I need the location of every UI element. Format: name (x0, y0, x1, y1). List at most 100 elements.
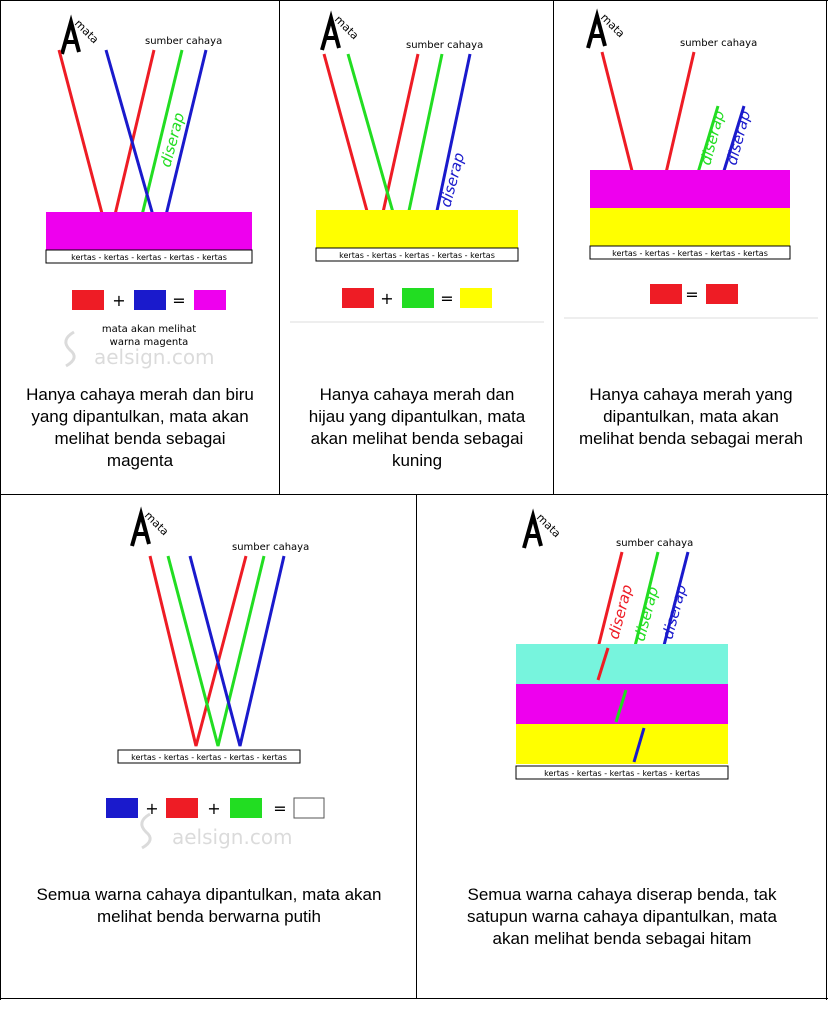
caption-line: melihat benda sebagai (54, 429, 226, 448)
red-ray (596, 551, 624, 649)
watermark-logo: aelsign.com (64, 330, 215, 369)
eq-blue-swatch (134, 290, 166, 310)
eye-icon: mata (60, 14, 101, 55)
blue-ray-inside (632, 727, 646, 763)
caption-line: akan melihat benda sebagai hitam (492, 929, 752, 948)
panel-4-diagram: mata sumber cahaya kertas - kertas - ker… (106, 506, 325, 850)
red-ray (148, 555, 248, 747)
eq-red-swatch (650, 284, 682, 304)
panel-3-caption: Hanya cahaya merah yang dipantulkan, mat… (558, 384, 824, 450)
eye-icon: mata (586, 8, 627, 49)
eq-red-swatch (72, 290, 104, 310)
paper-strip (117, 749, 301, 764)
blue-ray (104, 49, 208, 246)
blue-ray (188, 555, 286, 747)
eye-icon: mata (320, 10, 361, 51)
paper-label: kertas - kertas - kertas - kertas - kert… (339, 251, 495, 260)
green-ray (134, 49, 184, 241)
yellow-layer (590, 208, 790, 246)
caption-line: melihat benda sebagai merah (579, 429, 803, 448)
grid-col-divider-2 (553, 0, 554, 494)
eq-equals: = (273, 799, 286, 818)
absorbed-label-blue: diserap (436, 151, 468, 209)
grid-border-top (0, 0, 828, 1)
magenta-layer (590, 170, 790, 208)
caption-line: Hanya cahaya merah dan (319, 385, 515, 404)
eq-equals: = (440, 289, 453, 308)
panel-2-diagram: mata sumber cahaya diserap kertas - kert… (290, 10, 544, 323)
grid-border-left (0, 0, 1, 1000)
paper-label: kertas - kertas - kertas - kertas - kert… (612, 249, 768, 258)
caption-line: melihat benda berwarna putih (97, 907, 321, 926)
caption-line: yang dipantulkan, mata akan (31, 407, 249, 426)
eq-equals: = (685, 285, 698, 304)
red-ray (57, 49, 156, 241)
svg-text:aelsign.com: aelsign.com (94, 345, 215, 369)
eq-plus-1: + (145, 799, 158, 818)
eq-plus: + (112, 291, 125, 310)
eye-icon: mata (522, 508, 563, 549)
source-label: sumber cahaya (145, 36, 222, 47)
grid-col-divider-3 (416, 494, 417, 998)
source-label: sumber cahaya (406, 40, 483, 51)
caption-line: magenta (106, 451, 174, 470)
eq-white-swatch (293, 797, 325, 819)
paper-strip (515, 765, 729, 780)
caption-line: Hanya cahaya merah dan biru (26, 385, 254, 404)
caption-line: Hanya cahaya merah yang (589, 385, 793, 404)
panel-1-caption: Hanya cahaya merah dan biru yang dipantu… (4, 384, 276, 472)
caption-line: Semua warna cahaya diserap benda, tak (467, 885, 777, 904)
paper-label: kertas - kertas - kertas - kertas - kert… (71, 253, 227, 262)
eye-icon: mata (130, 506, 171, 547)
panel-1-diagram: mata sumber cahaya diserap kertas - kert… (45, 14, 253, 369)
panel-4-caption: Semua warna cahaya dipantulkan, mata aka… (4, 884, 414, 928)
green-ray (166, 555, 266, 747)
eq-magenta-swatch (194, 290, 226, 310)
absorbed-label-blue: diserap (722, 109, 754, 167)
svg-text:aelsign.com: aelsign.com (172, 825, 293, 849)
caption-line: dipantulkan, mata akan (603, 407, 779, 426)
source-label: sumber cahaya (616, 538, 693, 549)
panel-3-diagram: mata sumber cahaya kertas - kertas - ker… (564, 8, 818, 319)
eq-plus-2: + (207, 799, 220, 818)
panel-5-diagram: mata sumber cahaya diserap diserap diser… (515, 508, 729, 780)
paper-label: kertas - kertas - kertas - kertas - kert… (131, 753, 287, 762)
source-label: sumber cahaya (232, 542, 309, 553)
eq-red-swatch (166, 798, 198, 818)
panel-2-caption: Hanya cahaya merah dan hijau yang dipant… (284, 384, 550, 472)
eq-blue-swatch (106, 798, 138, 818)
caption-line: kuning (391, 451, 443, 470)
green-ray-inside (614, 689, 628, 723)
eq-green-swatch (230, 798, 262, 818)
note-line-2: warna magenta (110, 337, 189, 348)
yellow-layer (516, 724, 728, 764)
eq-red-swatch (342, 288, 374, 308)
absorbed-label-blue: diserap (658, 583, 690, 641)
yellow-layer (316, 210, 518, 248)
eq-red-result-swatch (706, 284, 738, 304)
grid-border-bottom (0, 998, 828, 999)
panel-5-caption: Semua warna cahaya diserap benda, tak sa… (420, 884, 824, 950)
caption-line: akan melihat benda sebagai (310, 429, 524, 448)
grid-col-divider-1 (279, 0, 280, 494)
red-ray-inside (596, 647, 610, 681)
paper-strip (45, 249, 253, 264)
caption-line: satupun warna cahaya dipantulkan, mata (467, 907, 777, 926)
paper-label: kertas - kertas - kertas - kertas - kert… (544, 769, 700, 778)
grid-border-right (826, 0, 827, 1000)
caption-line: Semua warna cahaya dipantulkan, mata aka… (36, 885, 382, 904)
eq-equals: = (172, 291, 185, 310)
note-line-1: mata akan melihat (102, 324, 196, 335)
paper-strip (589, 245, 791, 260)
caption-line: hijau yang dipantulkan, mata (308, 407, 526, 426)
eq-plus: + (380, 289, 393, 308)
eq-green-swatch (402, 288, 434, 308)
source-label: sumber cahaya (680, 38, 757, 49)
eq-yellow-swatch (460, 288, 492, 308)
absorbed-label-green: diserap (630, 585, 662, 643)
watermark-logo: aelsign.com (140, 812, 293, 850)
grid-row-divider (0, 494, 828, 495)
paper-strip (315, 247, 519, 262)
magenta-layer (46, 212, 252, 250)
cyan-layer (516, 644, 728, 684)
